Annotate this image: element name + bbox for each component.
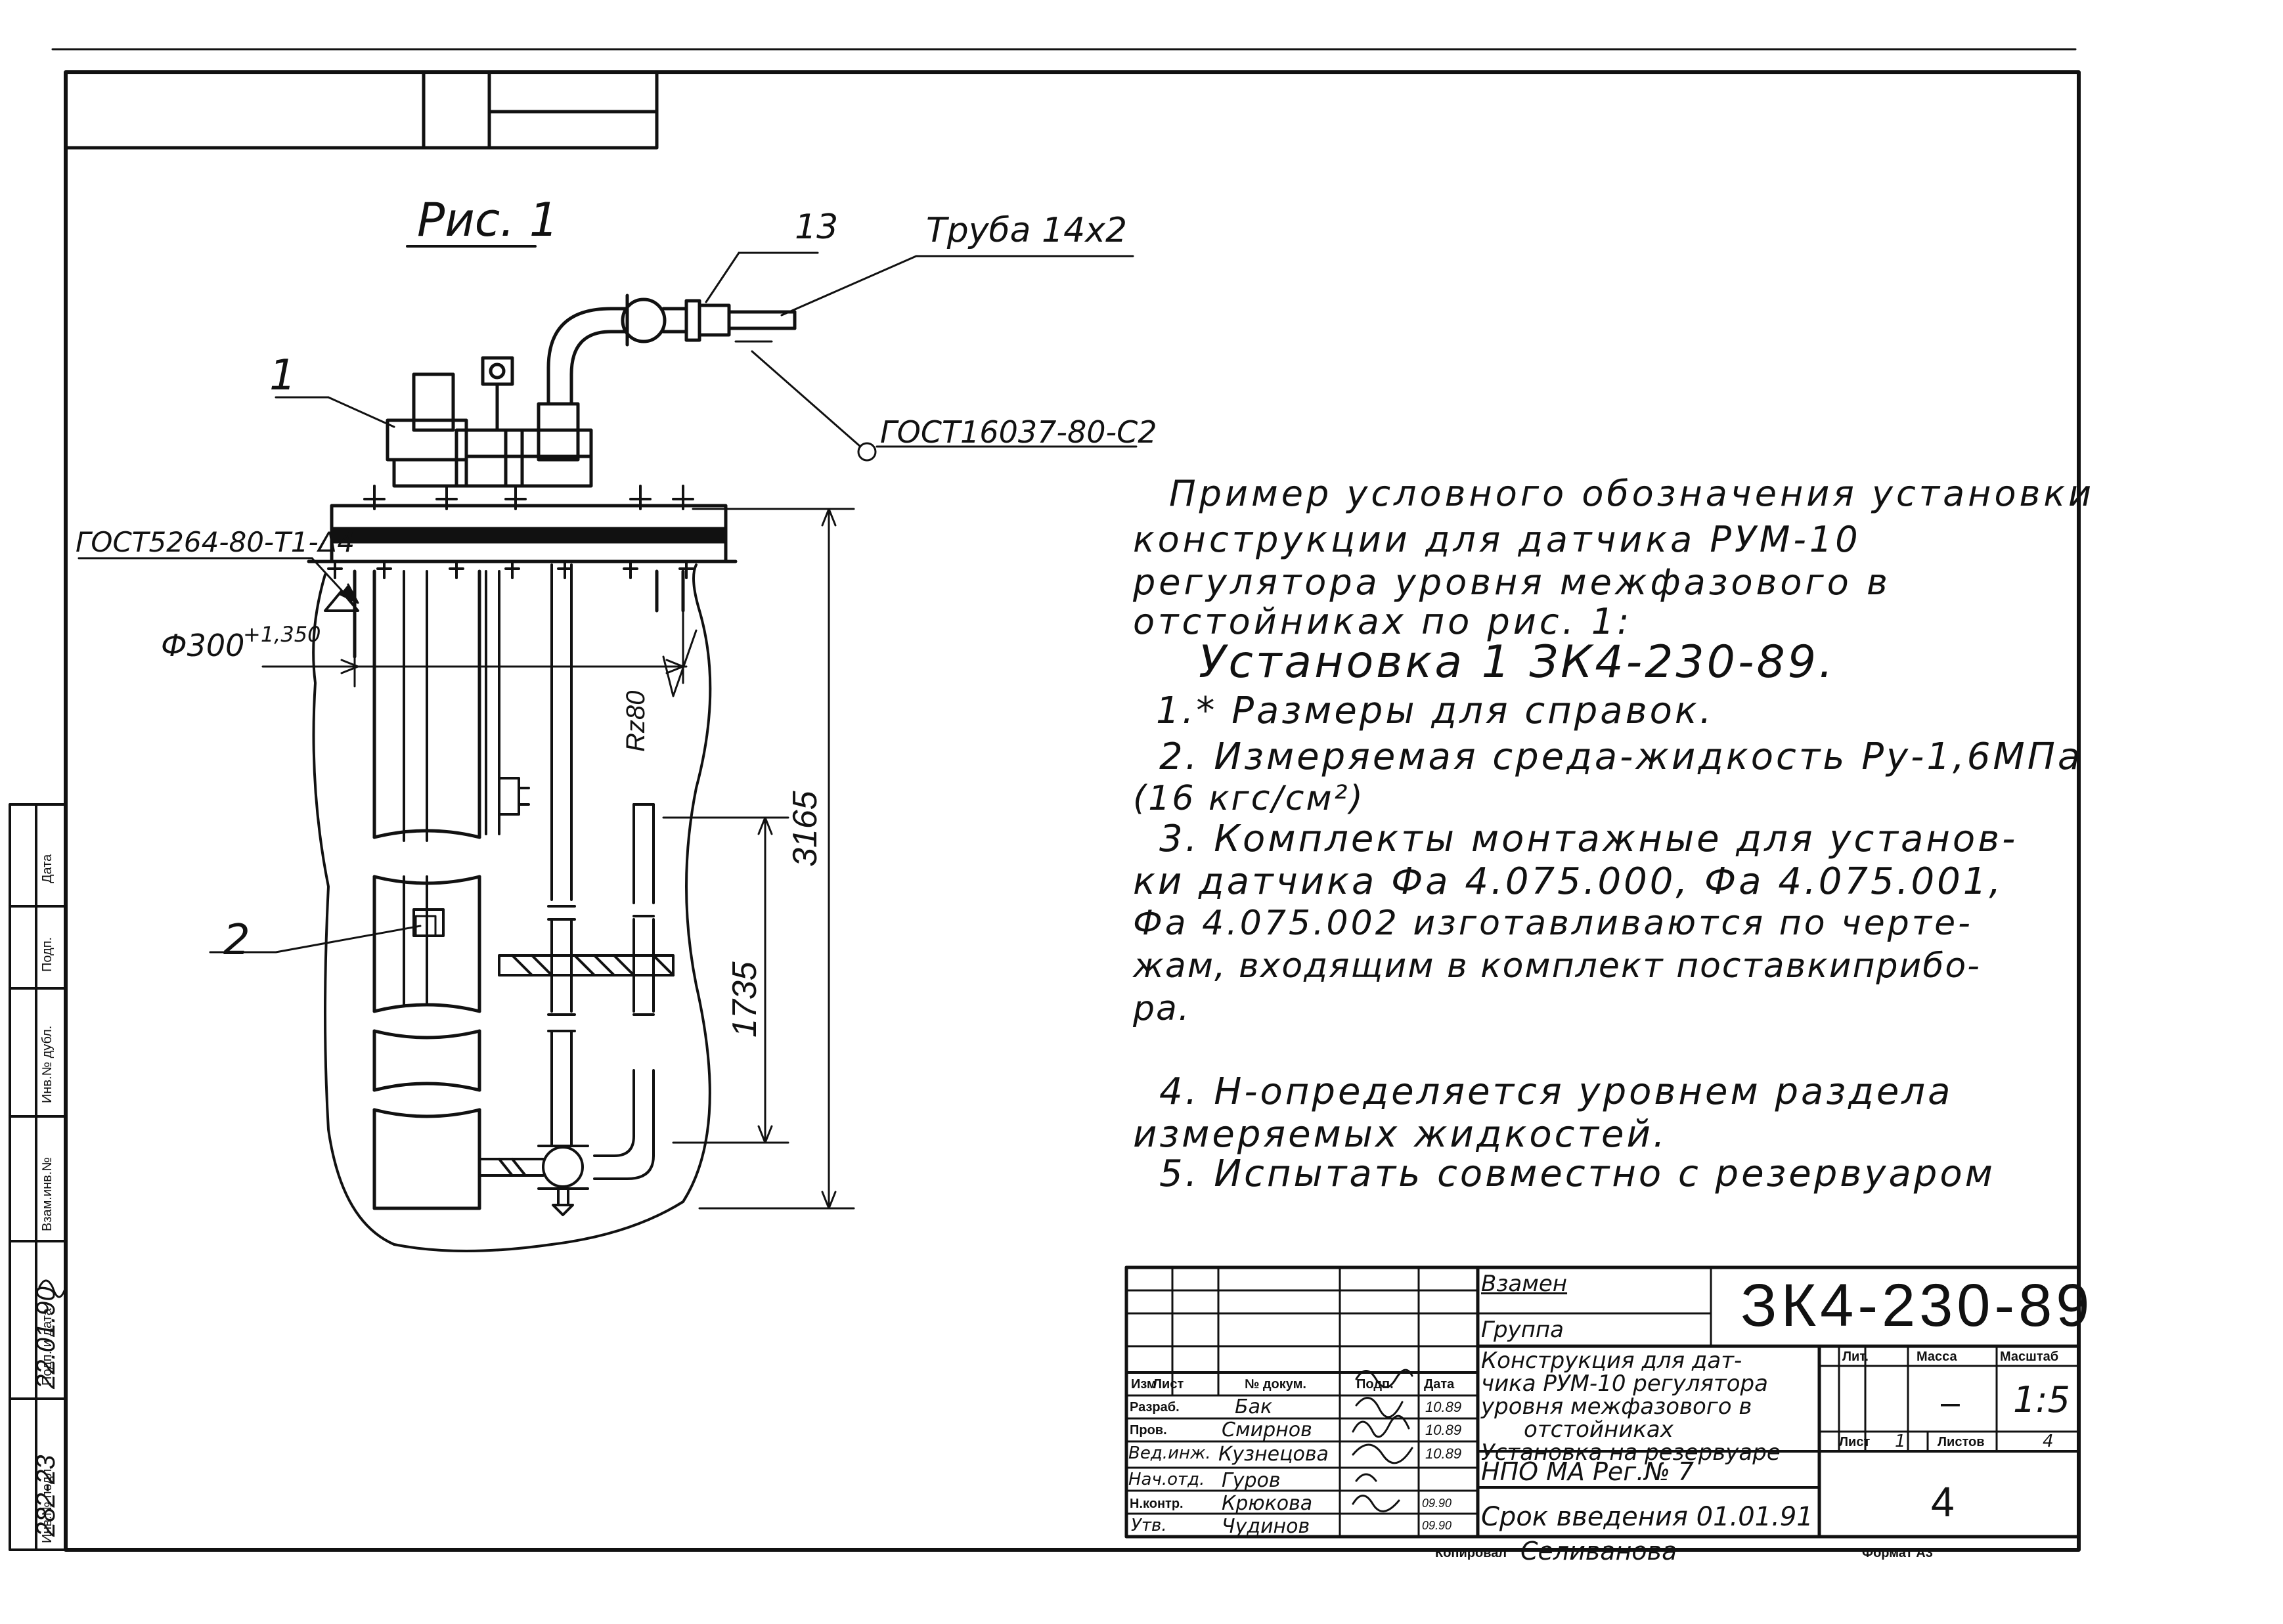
name-cell: Крюкова bbox=[1222, 1492, 1313, 1515]
callout-pipe: Труба 14х2 bbox=[926, 211, 1128, 250]
note-item: 4. Н-определяется уровнем раздела bbox=[1159, 1070, 1953, 1113]
note-item: ки датчика Фа 4.075.000, Фа 4.075.001, bbox=[1133, 860, 2004, 903]
col-header: № докум. bbox=[1245, 1377, 1306, 1392]
sheet-label: Лист bbox=[1839, 1435, 1871, 1449]
note-designation: Установка 1 ЗК4-230-89. bbox=[1199, 636, 1836, 688]
note-item: 1.* Размеры для справок. bbox=[1156, 690, 1714, 732]
note-example-line: конструкции для датчика РУМ-10 bbox=[1133, 519, 1861, 560]
figure-title: Рис. 1 bbox=[417, 193, 559, 247]
callout-gost-c2: ГОСТ16037-80-С2 bbox=[880, 414, 1157, 450]
date-cell: 10.89 bbox=[1425, 1445, 1462, 1462]
title-line: уровня межфазового в bbox=[1481, 1394, 1752, 1420]
dimension-lines bbox=[261, 508, 855, 1210]
title-block-subgrid bbox=[1125, 1266, 2080, 1538]
date-cell: 09.90 bbox=[1422, 1519, 1452, 1532]
note-item: измеряемых жидкостей. bbox=[1133, 1113, 1668, 1156]
col-header: Изм bbox=[1131, 1377, 1157, 1392]
note-item: жам, входящим в комплект поставкиприбо- bbox=[1133, 946, 1981, 986]
note-item: 3. Комплекты монтажные для установ- bbox=[1159, 818, 2018, 860]
col-header: Подп. bbox=[1356, 1377, 1394, 1392]
title-line: Конструкция для дат- bbox=[1481, 1348, 1742, 1374]
tank-pipe bbox=[353, 569, 685, 1210]
leader-lines bbox=[78, 252, 1138, 954]
note-example-line: Пример условного обозначения установки bbox=[1169, 473, 2095, 514]
roughness-label: Rz80 bbox=[621, 690, 650, 752]
callout-13: 13 bbox=[795, 208, 839, 247]
effective-date: Срок введения 01.01.91 bbox=[1481, 1502, 1813, 1532]
diameter-label: Ф300 bbox=[161, 628, 245, 663]
role-cell: Н.контр. bbox=[1130, 1497, 1184, 1511]
role-cell: Вед.инж. bbox=[1128, 1443, 1211, 1463]
inner-tubes bbox=[403, 563, 655, 1180]
name-cell: Кузнецова bbox=[1218, 1443, 1329, 1466]
strip-label-replace-inv: Взам.инв.№ bbox=[40, 1157, 55, 1231]
copied-label: Копировал bbox=[1435, 1546, 1507, 1560]
callout-gost-t1: ГОСТ5264-80-Т1-Δ4 bbox=[76, 526, 355, 558]
signature-scribbles bbox=[38, 1279, 1413, 1512]
role-cell: Пров. bbox=[1130, 1423, 1167, 1437]
name-cell: Смирнов bbox=[1222, 1418, 1312, 1441]
weld-mark bbox=[324, 590, 359, 612]
flange bbox=[307, 504, 738, 563]
sheet-number: 4 bbox=[1931, 1478, 1955, 1525]
title-line: отстойниках bbox=[1524, 1416, 1673, 1443]
strip-label-date: Дата bbox=[40, 854, 55, 883]
sensor-body bbox=[386, 356, 593, 488]
sheet-value: 1 bbox=[1895, 1432, 1906, 1451]
callout-1: 1 bbox=[269, 351, 296, 400]
strip-label-dup-inv: Инв.№ дубл. bbox=[40, 1025, 55, 1103]
col-header: Дата bbox=[1424, 1377, 1455, 1392]
note-item: (16 кгс/см²) bbox=[1133, 779, 1365, 818]
bottom-valve bbox=[478, 1145, 589, 1216]
left-binding-strip bbox=[9, 803, 67, 1551]
lit-label: Лит. bbox=[1842, 1350, 1869, 1364]
copied-by: Селиванова bbox=[1520, 1537, 1677, 1566]
diameter-tolerance: +1,350 bbox=[243, 622, 321, 647]
title-line: чика РУМ-10 регулятора bbox=[1481, 1371, 1768, 1397]
top-stamp-box bbox=[64, 70, 659, 150]
date-cell: 09.90 bbox=[1422, 1497, 1452, 1510]
callout-2: 2 bbox=[223, 916, 250, 965]
role-cell: Разраб. bbox=[1130, 1400, 1180, 1415]
note-item: ра. bbox=[1133, 989, 1191, 1028]
dimension-1735: 1735 bbox=[726, 961, 764, 1038]
name-cell: Бак bbox=[1235, 1395, 1273, 1418]
replaces-label: Взамен bbox=[1481, 1271, 1568, 1297]
drawing-code: ЗК4-230-89 bbox=[1740, 1272, 2094, 1339]
scale-label: Масштаб bbox=[2000, 1350, 2059, 1364]
col-header: Лист bbox=[1153, 1377, 1184, 1392]
date-cell: 10.89 bbox=[1425, 1399, 1462, 1415]
name-cell: Гуров bbox=[1222, 1469, 1281, 1492]
name-cell: Чудинов bbox=[1222, 1515, 1310, 1538]
strip-inv-number: 282-23 bbox=[32, 1455, 60, 1537]
sheets-label: Листов bbox=[1938, 1435, 1985, 1449]
title-line: Установка на резервуаре bbox=[1481, 1439, 1781, 1466]
strip-handwritten-date: 22.01.90 bbox=[32, 1286, 60, 1389]
group-label: Группа bbox=[1481, 1317, 1564, 1343]
org-label: НПО МА Рег.№ 7 bbox=[1481, 1457, 1695, 1486]
scale-value: 1:5 bbox=[2013, 1379, 2070, 1420]
pipe-valve bbox=[621, 294, 797, 347]
pipe-elbow bbox=[537, 307, 629, 462]
strip-label-signature: Подп. bbox=[40, 936, 55, 972]
date-cell: 10.89 bbox=[1425, 1422, 1462, 1438]
note-item: Фа 4.075.002 изготавливаются по черте- bbox=[1133, 904, 1973, 943]
note-item: 5. Испытать совместно с резервуаром bbox=[1159, 1152, 1995, 1195]
title-block-grid bbox=[1124, 1265, 2081, 1539]
role-cell: Утв. bbox=[1131, 1516, 1167, 1535]
cross-bar bbox=[498, 954, 675, 977]
sheets-value: 4 bbox=[2043, 1432, 2054, 1451]
dimension-3165: 3165 bbox=[786, 791, 824, 867]
vessel-break-outline bbox=[312, 563, 712, 1252]
note-example-line: регулятора уровня межфазового в bbox=[1133, 561, 1891, 603]
note-example-line: отстойниках по рис. 1: bbox=[1133, 601, 1633, 642]
format-label: Формат А3 bbox=[1862, 1546, 1933, 1560]
note-item: 2. Измеряемая среда-жидкость Ру-1,6МПа bbox=[1159, 735, 2083, 778]
mass-label: Масса bbox=[1917, 1350, 1957, 1364]
mass-value: – bbox=[1941, 1384, 1960, 1422]
role-cell: Нач.отд. bbox=[1128, 1470, 1205, 1489]
flange-bolts bbox=[327, 485, 694, 579]
